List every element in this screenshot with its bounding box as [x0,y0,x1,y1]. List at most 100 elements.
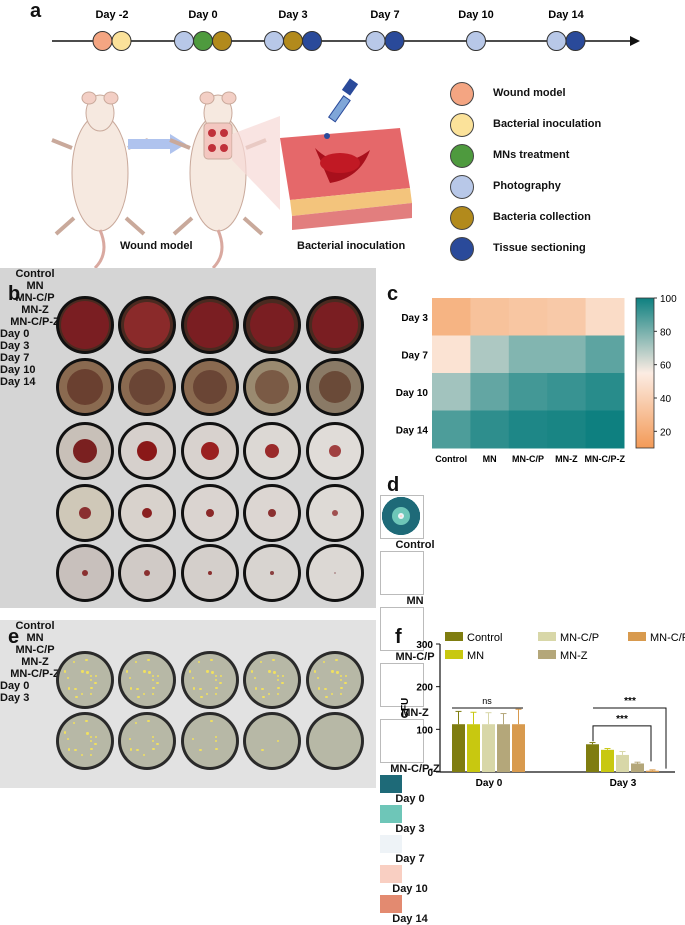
wound-photo [243,296,301,354]
legend-label: MN-Z [560,650,588,662]
trace-legend-label: Day 3 [395,823,425,835]
colony [128,737,132,740]
colony [67,748,71,751]
colony [129,748,133,751]
wound-photo [56,484,114,542]
colony [250,670,253,673]
colony [272,658,275,662]
wound-area [255,370,289,404]
colony [128,676,132,679]
colony [205,692,209,695]
colony [90,747,93,750]
colony [86,671,89,674]
heatmap-cell [470,298,510,336]
colony [268,670,271,673]
colony [262,695,265,699]
legend-label: Tissue sectioning [493,242,586,254]
panel-label-d: d [387,474,400,496]
agar-plate [243,712,301,770]
wound-photo [306,358,364,416]
colony [72,660,76,664]
colony [344,681,347,685]
colony [261,748,264,752]
trace-legend-label: Day 7 [395,853,425,865]
y-tick-label: 300 [416,640,433,651]
agar-surface [309,654,361,706]
timeline-marker [302,31,322,51]
colony [211,671,214,674]
wound-area [319,371,351,403]
timeline-day-label: Day 0 [188,9,217,21]
legend-label: Wound model [493,87,566,99]
timeline-marker [283,31,303,51]
wound-area [79,507,91,519]
skin-wound-block [280,128,412,230]
timeline-marker [466,31,486,51]
mouse-right [169,91,267,268]
colony [72,721,76,725]
trace-legend-swatch [380,835,402,853]
colony [134,660,138,664]
heatmap-row-label: Day 14 [396,425,429,436]
colony [210,719,213,723]
bar [482,724,495,772]
trace-group-label: MN-C/P [395,651,435,663]
colony [67,687,71,690]
colony [81,670,84,673]
wound-photo [306,296,364,354]
colony [63,670,66,673]
colony [313,670,316,673]
wound-photo [181,358,239,416]
x-tick-label: Day 3 [610,778,637,789]
colony [151,692,155,695]
panel-label-c: c [387,283,399,305]
plate-column-label: MN-C/P-Z [10,668,60,680]
plate-column-label: MN-Z [21,656,49,668]
colony [152,747,155,750]
heatmap-row-label: Day 3 [401,313,428,324]
colony [147,658,150,662]
scale-bar-label: 5 mm [0,2,23,12]
wound-model-caption: Wound model [120,240,193,252]
colony [192,687,196,690]
colony [316,676,320,679]
heatmap-cell [432,335,471,374]
row-label: Day 7 [0,352,30,364]
panel-label-f: f [395,626,402,648]
wound-photo [118,358,176,416]
wound-photo [306,544,364,602]
colony [89,692,93,695]
colony [152,686,155,689]
significance-bracket [592,725,652,762]
heatmap-row-label: Day 10 [396,388,429,399]
panel-label-a: a [30,0,42,22]
heatmap-col-label: MN-C/P [512,454,544,464]
colony [325,695,328,699]
legend-label: MN-C/P [560,632,599,644]
wound-photo [306,484,364,542]
mouse-illustration [51,78,412,268]
wound-photo [243,422,301,480]
wound-area [144,570,150,576]
agar-surface [121,715,173,767]
colony [74,748,77,752]
wound-photo [56,358,114,416]
legend-swatch [445,650,463,659]
legend-label: Bacteria collection [493,211,591,223]
wound-photo [306,422,364,480]
wound-area [312,302,358,348]
colony [89,753,93,756]
colony [94,681,97,685]
colony [188,670,191,673]
wound-area [142,508,152,518]
heatmap-cell [547,410,587,449]
heatmap-cell [585,410,625,449]
scale-bar [0,0,28,2]
x-tick-label: Day 0 [476,778,503,789]
legend-dot [450,175,474,199]
wound-photo [243,544,301,602]
colony [200,695,203,699]
